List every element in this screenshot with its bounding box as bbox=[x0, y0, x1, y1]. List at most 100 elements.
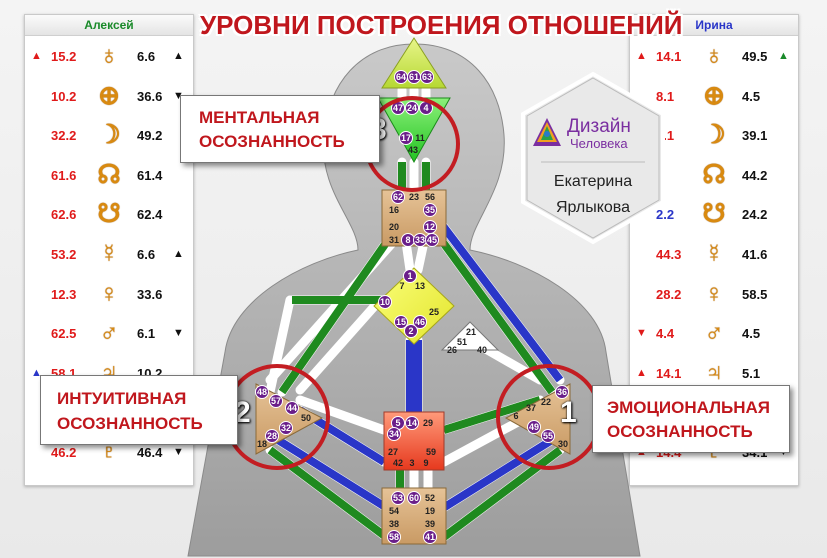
gate-35: 35 bbox=[423, 203, 437, 217]
planet-row: 8.1⊕4.5 bbox=[630, 79, 798, 115]
activation-marker-right: ▲ bbox=[173, 50, 184, 62]
gate-8: 8 bbox=[401, 233, 415, 247]
g-center bbox=[373, 267, 455, 345]
gate-10: 10 bbox=[378, 295, 392, 309]
intuitive-label-line2: ОСОЗНАННОСТЬ bbox=[57, 414, 203, 433]
gate-64: 64 bbox=[394, 70, 408, 84]
gate-33: 33 bbox=[413, 233, 427, 247]
gate-42: 42 bbox=[393, 458, 403, 468]
design-gate-value: 14.1 bbox=[656, 49, 682, 64]
svg-text:26: 26 bbox=[447, 345, 457, 355]
svg-text:29: 29 bbox=[423, 418, 433, 428]
svg-text:58: 58 bbox=[389, 532, 399, 542]
gate-63: 63 bbox=[420, 70, 434, 84]
gate-27: 27 bbox=[388, 447, 398, 457]
personality-gate-value: 41.6 bbox=[742, 247, 768, 262]
mars-icon: ♂ bbox=[99, 317, 119, 348]
personality-gate-value: 36.6 bbox=[137, 88, 163, 104]
svg-text:12: 12 bbox=[425, 222, 435, 232]
personality-gate-value: 39.1 bbox=[742, 128, 768, 144]
logo-badge: Дизайн Человека Екатерина Ярлыкова bbox=[519, 70, 667, 246]
gate-59: 59 bbox=[426, 447, 436, 457]
south-node-icon: ☋ bbox=[97, 198, 121, 229]
svg-text:46: 46 bbox=[415, 317, 425, 327]
activation-marker-right: ▲ bbox=[173, 248, 184, 260]
planet-row: 44.3☿41.6 bbox=[630, 237, 798, 273]
svg-text:60: 60 bbox=[409, 493, 419, 503]
personality-gate-value: 24.2 bbox=[742, 207, 768, 223]
personality-gate-value: 61.4 bbox=[137, 167, 163, 183]
emotional-label: ЭМОЦИОНАЛЬНАЯ ОСОЗНАННОСТЬ bbox=[592, 385, 790, 453]
planet-row: ▲15.2♁6.6▲ bbox=[25, 39, 193, 75]
planet-row: ▲14.1♁49.5▲ bbox=[630, 39, 798, 75]
gate-5: 5 bbox=[391, 416, 405, 430]
sun-icon: ⊕ bbox=[98, 79, 120, 110]
planet-row: 61.6☊61.4 bbox=[25, 158, 193, 194]
activation-marker-right: ▼ bbox=[173, 446, 184, 458]
svg-text:15: 15 bbox=[396, 317, 406, 327]
svg-text:39: 39 bbox=[425, 519, 435, 529]
mental-label-line2: ОСОЗНАННОСТЬ bbox=[199, 132, 345, 151]
gate-2: 2 bbox=[404, 324, 418, 338]
design-gate-value: 62.5 bbox=[51, 326, 77, 342]
mental-label-line1: МЕНТАЛЬНАЯ bbox=[199, 108, 320, 127]
svg-text:45: 45 bbox=[427, 235, 437, 245]
personality-gate-value: 6.6 bbox=[137, 247, 156, 262]
sun-icon: ⊕ bbox=[703, 79, 725, 110]
ego-center bbox=[440, 321, 500, 351]
north-node-icon: ☊ bbox=[97, 158, 121, 189]
gate-1: 1 bbox=[403, 269, 417, 283]
intuitive-ring-number: 2 bbox=[234, 396, 251, 429]
svg-text:20: 20 bbox=[389, 222, 399, 232]
activation-marker-right: ▼ bbox=[173, 89, 184, 102]
svg-text:19: 19 bbox=[425, 506, 435, 516]
svg-text:8: 8 bbox=[405, 235, 410, 245]
earth-icon: ♁ bbox=[99, 40, 119, 70]
gate-34: 34 bbox=[387, 427, 401, 441]
planet-row: 10.2⊕36.6▼ bbox=[25, 79, 193, 115]
gate-56: 56 bbox=[425, 192, 435, 202]
gate-45: 45 bbox=[425, 233, 439, 247]
planet-row: 62.6☋62.4 bbox=[25, 197, 193, 233]
svg-text:38: 38 bbox=[389, 519, 399, 529]
gate-3: 3 bbox=[409, 458, 414, 468]
mercury-icon: ☿ bbox=[99, 238, 119, 268]
jupiter-icon: ♃ bbox=[704, 356, 724, 387]
design-gate-value: 53.2 bbox=[51, 247, 77, 262]
planet-row: ▼4.4♂4.5 bbox=[630, 316, 798, 352]
design-gate-value: 15.2 bbox=[51, 49, 77, 64]
svg-text:27: 27 bbox=[388, 447, 398, 457]
page-title: УРОВНИ ПОСТРОЕНИЯ ОТНОШЕНИЙ bbox=[200, 10, 683, 40]
gate-23: 23 bbox=[409, 192, 419, 202]
svg-text:42: 42 bbox=[393, 458, 403, 468]
gate-9: 9 bbox=[423, 458, 428, 468]
svg-text:9: 9 bbox=[423, 458, 428, 468]
svg-text:63: 63 bbox=[422, 72, 432, 82]
gate-26: 26 bbox=[447, 345, 457, 355]
design-gate-value: 8.1 bbox=[656, 88, 675, 104]
personality-gate-value: 58.5 bbox=[742, 286, 768, 302]
gate-29: 29 bbox=[423, 418, 433, 428]
planet-row: 53.2 ☿ 6.6 ▲ bbox=[25, 237, 193, 273]
intuitive-label-line1: ИНТУИТИВНАЯ bbox=[57, 389, 187, 408]
gate-52: 52 bbox=[425, 493, 435, 503]
gate-62: 62 bbox=[391, 190, 405, 204]
design-gate-value: 46.2 bbox=[51, 445, 77, 460]
personality-gate-value: 62.4 bbox=[137, 207, 163, 223]
svg-text:23: 23 bbox=[409, 192, 419, 202]
svg-text:10: 10 bbox=[380, 297, 390, 307]
svg-text:21: 21 bbox=[466, 327, 476, 337]
planet-row: ▲14.1♃5.1 bbox=[630, 356, 798, 392]
svg-text:52: 52 bbox=[425, 493, 435, 503]
gate-60: 60 bbox=[407, 491, 421, 505]
gate-51: 51 bbox=[457, 337, 467, 347]
personality-gate-value: 4.5 bbox=[742, 326, 761, 342]
planet-row: 62.5♂6.1▼ bbox=[25, 316, 193, 352]
logo-hexagon-shape: Дизайн Человека Екатерина Ярлыкова bbox=[521, 71, 665, 245]
author-last-name: Ярлыкова bbox=[556, 199, 630, 216]
earth-icon: ♁ bbox=[704, 40, 724, 70]
svg-text:62: 62 bbox=[393, 192, 403, 202]
gate-53: 53 bbox=[391, 491, 405, 505]
gate-58: 58 bbox=[387, 530, 401, 544]
